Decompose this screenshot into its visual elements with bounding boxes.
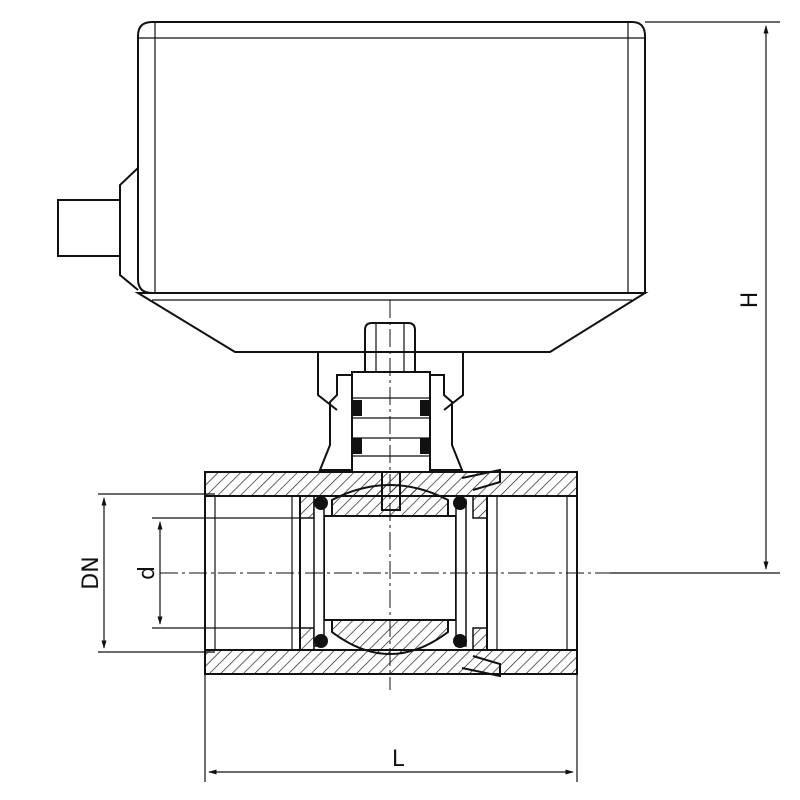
valve-neck (318, 371, 464, 511)
dimension-dn: DN (79, 493, 215, 653)
centerlines (160, 300, 610, 690)
cable-connector (57, 167, 139, 291)
dimension-dn-label: DN (79, 556, 104, 589)
dimension-d: d (135, 517, 300, 629)
dimension-d-label: d (135, 566, 160, 580)
dimension-h-label: H (738, 292, 763, 309)
dimension-h: H (610, 21, 780, 574)
actuator-housing (134, 21, 649, 353)
dimension-l: L (204, 674, 578, 782)
dimension-l-label: L (392, 747, 405, 772)
